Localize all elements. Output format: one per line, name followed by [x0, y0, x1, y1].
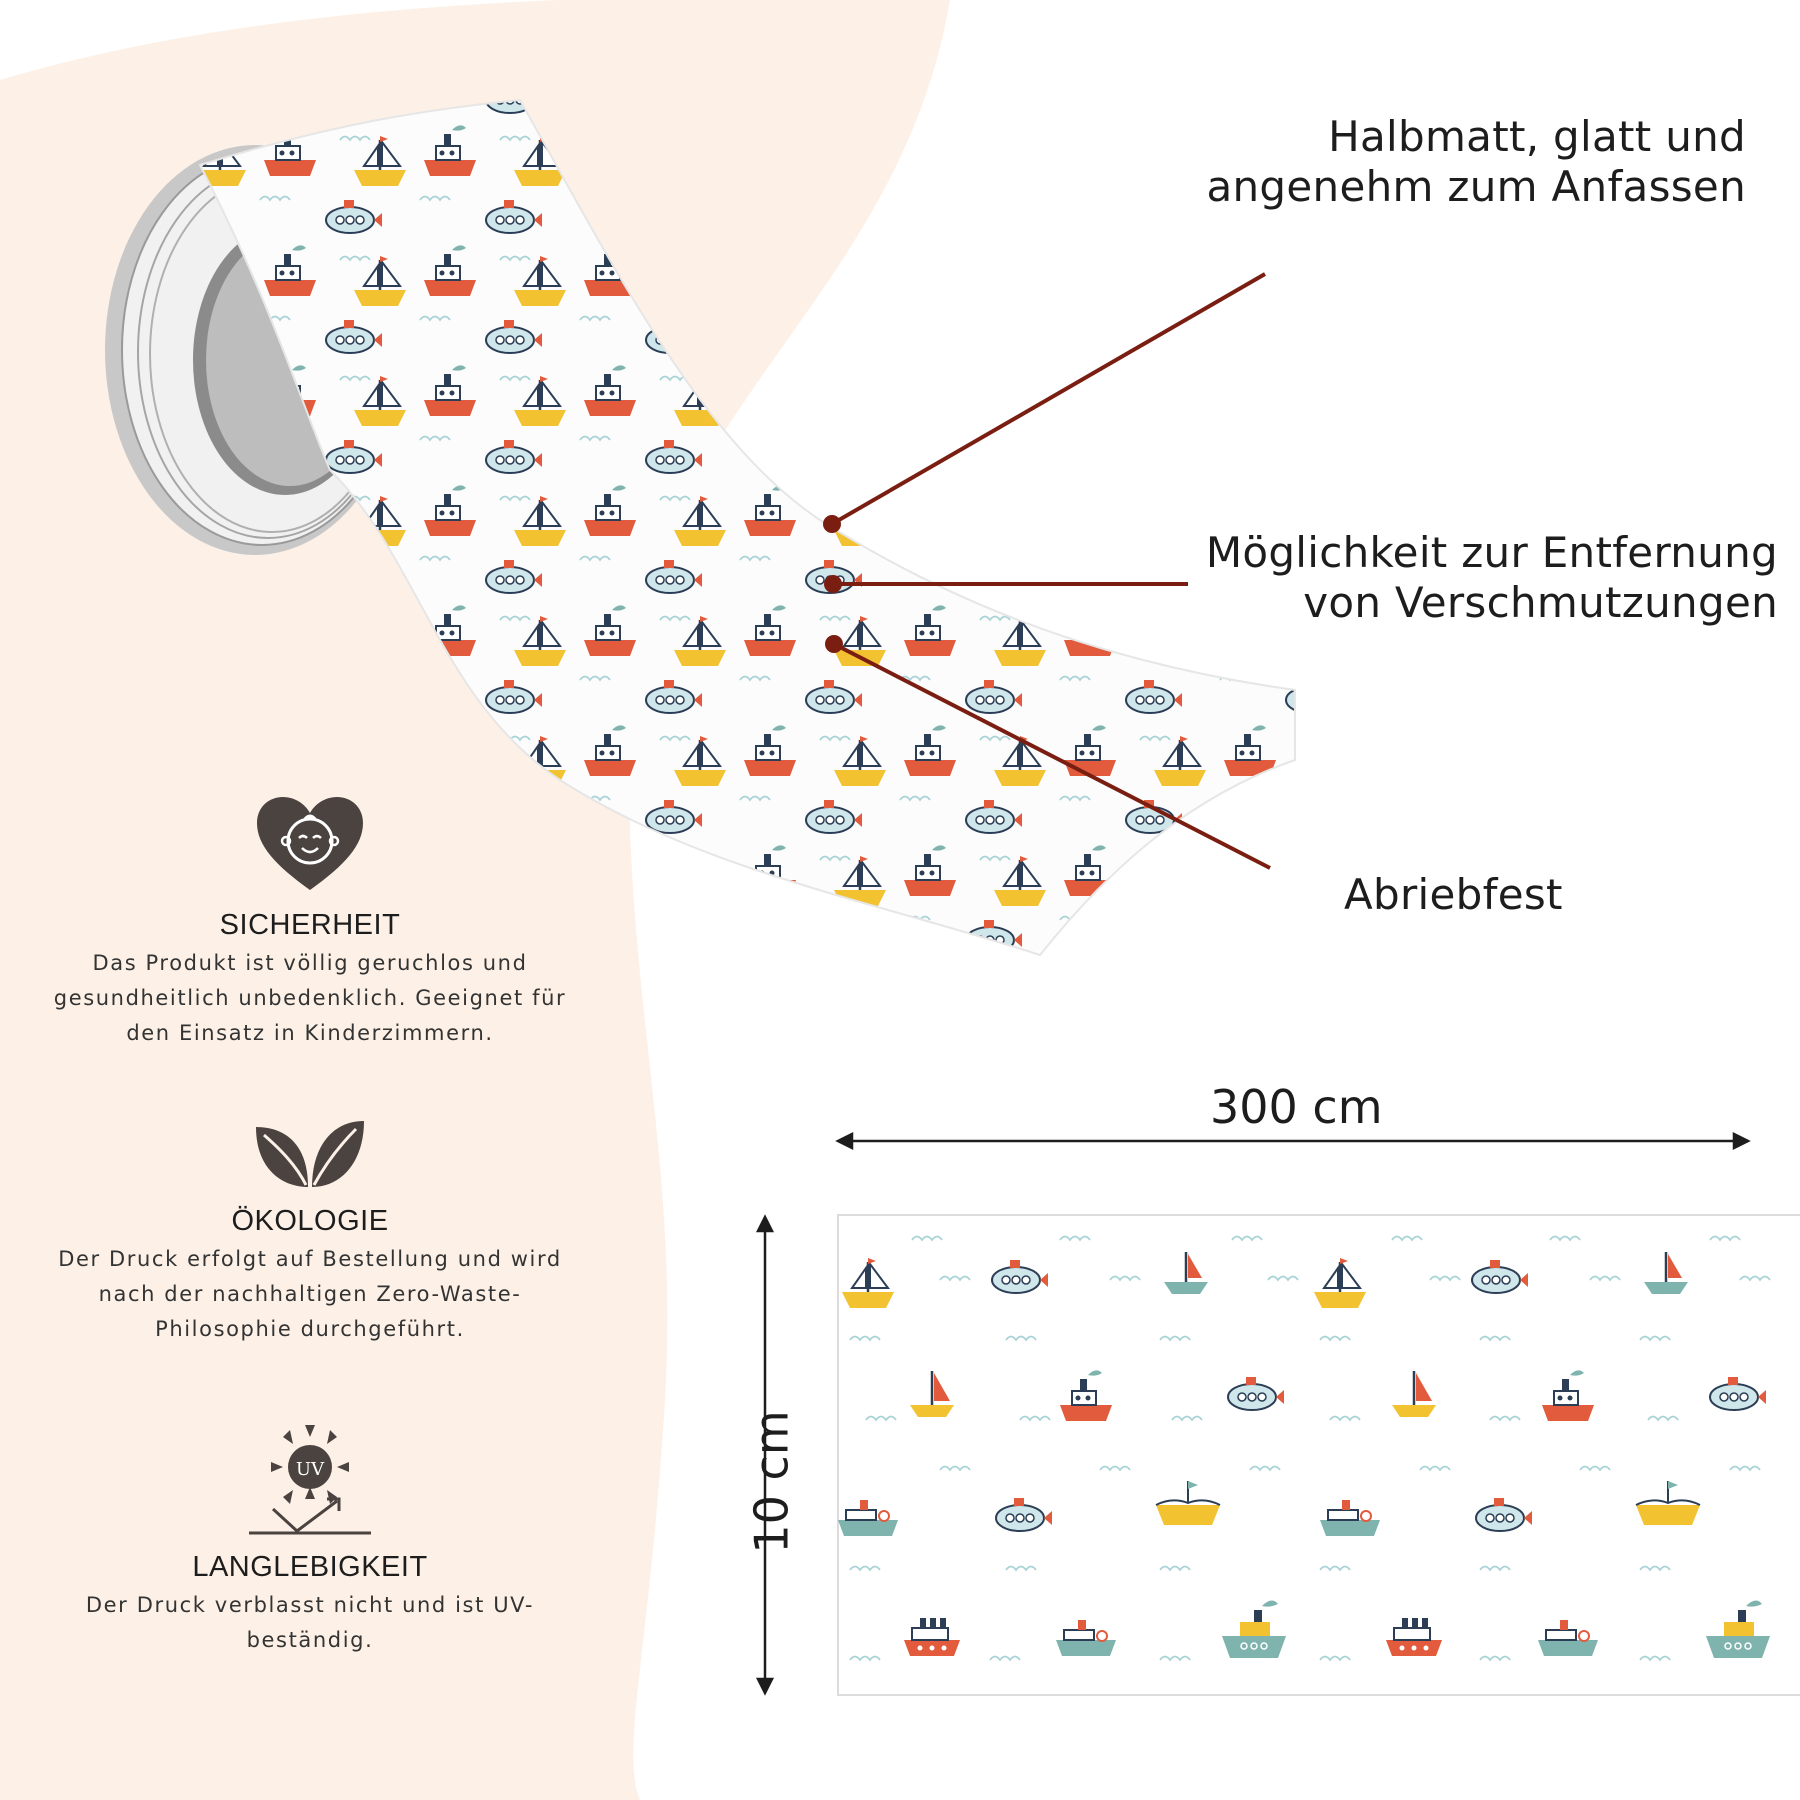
uv-sun-icon: UV [249, 1425, 371, 1535]
feature-description: Der Druck verblasst nicht und ist UV-bes… [85, 1593, 535, 1652]
feature-title: LANGLEBIGKEIT [192, 1551, 428, 1583]
border-sample-panel [837, 1214, 1800, 1696]
callout-bottom: Abriebfest [1344, 870, 1563, 919]
leaves-icon [256, 1121, 364, 1187]
leader-dot-bottom [825, 635, 843, 653]
feature-ecology: ÖKOLOGIE Der Druck erfolgt auf Bestellun… [40, 1117, 580, 1347]
leader-lines [830, 272, 1271, 870]
leader-dot-top [823, 515, 841, 533]
feature-title: ÖKOLOGIE [231, 1205, 389, 1237]
feature-durability: UV LANGLEBIGKEIT Der Druck verblasst nic… [40, 1425, 580, 1658]
height-dimension-arrow [755, 1214, 775, 1696]
feature-description: Der Druck erfolgt auf Bestellung und wir… [58, 1247, 562, 1341]
baby-heart-icon [257, 797, 363, 890]
feature-safety: SICHERHEIT Das Produkt ist völlig geruch… [40, 795, 580, 1051]
width-label: 300 cm [1210, 1080, 1383, 1134]
leader-dot-middle [824, 575, 842, 593]
width-dimension-arrow [835, 1131, 1751, 1151]
uv-label: UV [296, 1459, 325, 1480]
height-label: 10 cm [744, 1410, 799, 1554]
feature-description: Das Produkt ist völlig geruchlos und ges… [53, 951, 567, 1045]
feature-title: SICHERHEIT [219, 909, 401, 941]
